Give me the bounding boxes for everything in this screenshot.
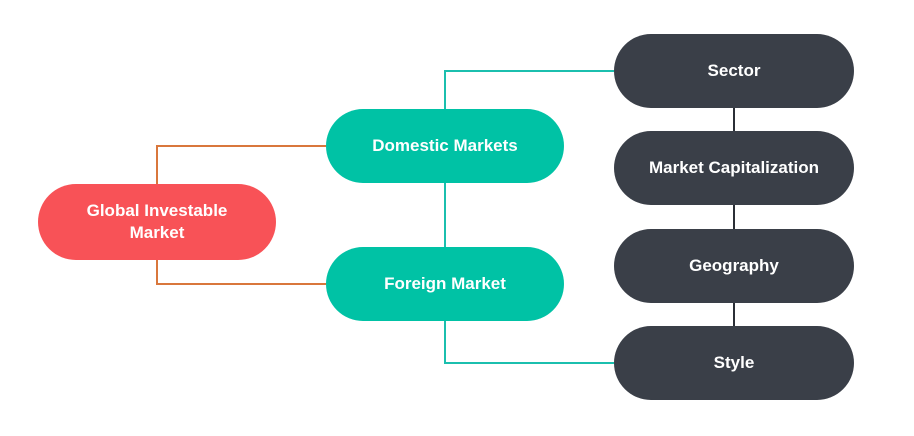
- node-market-capitalization: Market Capitalization: [614, 131, 854, 205]
- node-sector: Sector: [614, 34, 854, 108]
- node-foreign-market: Foreign Market: [326, 247, 564, 321]
- node-global-investable-market: Global Investable Market: [38, 184, 276, 260]
- node-style-label: Style: [713, 353, 755, 372]
- connector-domestic-sector: [444, 70, 614, 109]
- node-foreign-label: Foreign Market: [384, 274, 506, 293]
- node-sector-label: Sector: [707, 61, 761, 80]
- connector-foreign-style: [444, 321, 614, 364]
- node-geography: Geography: [614, 229, 854, 303]
- node-global-label: Global Investable Market: [86, 201, 228, 242]
- node-domestic-label: Domestic Markets: [372, 136, 518, 155]
- connector-global-foreign: [156, 260, 326, 285]
- node-style: Style: [614, 326, 854, 400]
- node-market-capitalization-label: Market Capitalization: [648, 158, 820, 177]
- node-domestic-markets: Domestic Markets: [326, 109, 564, 183]
- connector-global-domestic: [156, 145, 326, 184]
- node-geography-label: Geography: [689, 256, 779, 275]
